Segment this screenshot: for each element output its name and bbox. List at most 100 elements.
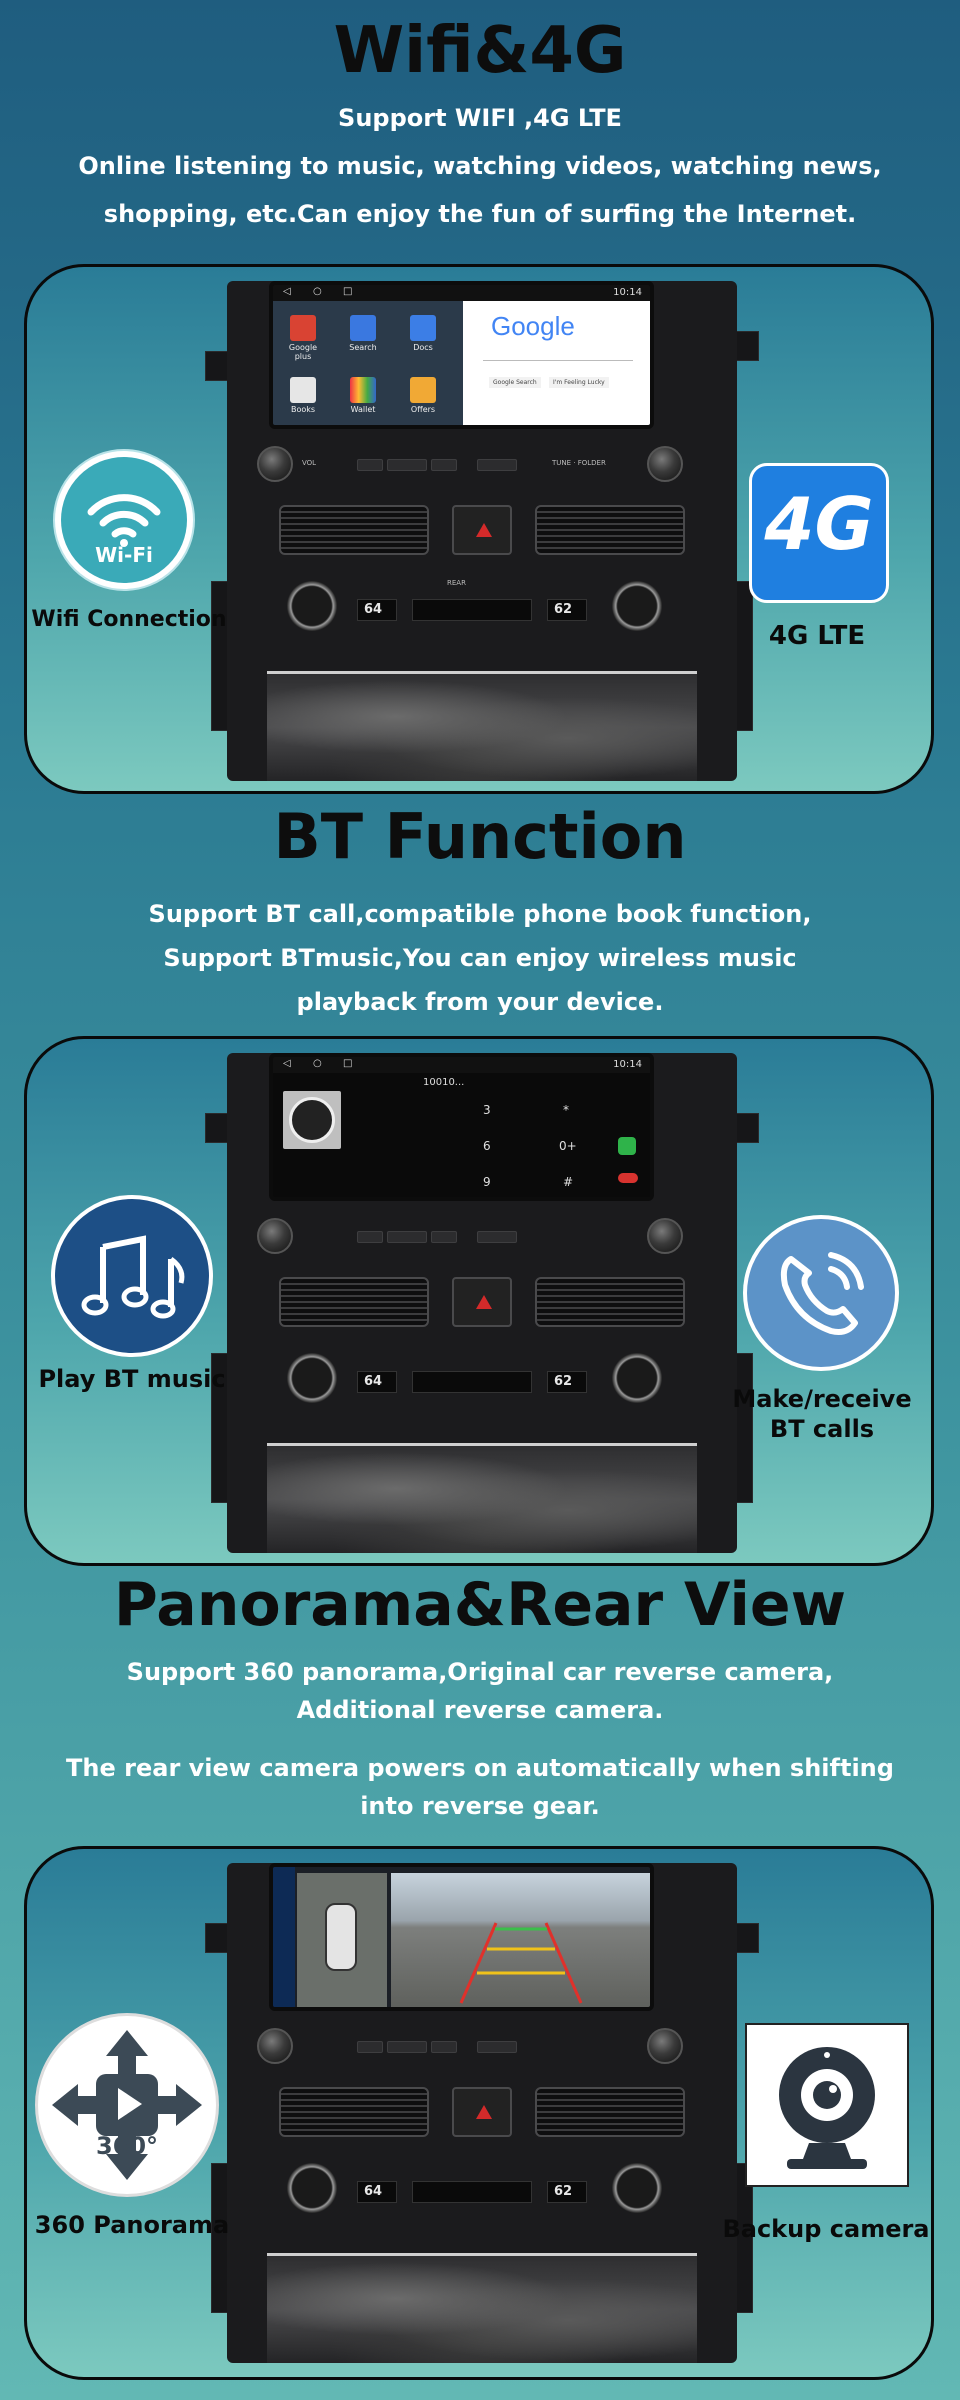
left-temp-knob[interactable]	[287, 2163, 337, 2213]
app-offers[interactable]: Offers	[403, 377, 443, 414]
nav-back-icon[interactable]: ◁	[283, 1058, 291, 1069]
hazard-button[interactable]	[452, 505, 512, 555]
tune-knob[interactable]	[647, 2028, 683, 2064]
left-air-vent	[279, 505, 429, 555]
bt-dial-screen[interactable]: ◁ ○ □ 10:14 10010... 3 * 6 0+ 9 #	[269, 1053, 654, 1201]
google-logo: Google	[491, 311, 575, 341]
app-label: Google plus	[288, 343, 318, 361]
nav-home-icon[interactable]: ○	[313, 286, 322, 297]
app-books[interactable]: Books	[283, 377, 323, 414]
nav-recent-icon[interactable]: □	[343, 286, 353, 297]
camera-sidebar	[273, 1867, 295, 2007]
phone-button[interactable]	[477, 1231, 517, 1243]
rear-label: REAR	[447, 579, 466, 587]
google-search-button[interactable]: Google Search	[489, 377, 541, 388]
bt-panel: ◁ ○ □ 10:14 10010... 3 * 6 0+ 9 #	[24, 1036, 934, 1566]
volume-knob[interactable]	[257, 1218, 293, 1254]
tune-knob[interactable]	[647, 446, 683, 482]
track-button[interactable]	[387, 1231, 427, 1243]
panorama-line-2: Additional reverse camera.	[296, 1696, 664, 1724]
right-air-vent	[535, 1277, 685, 1327]
left-temp-knob[interactable]	[287, 581, 337, 631]
wifi-panel: ◁ ○ □ 10:14 Google plus Search	[24, 264, 934, 794]
call-answer-icon[interactable]	[618, 1137, 636, 1155]
volume-knob[interactable]	[257, 2028, 293, 2064]
track-button[interactable]	[387, 459, 427, 471]
head-unit: 64 62	[205, 1863, 759, 2363]
track-button[interactable]	[387, 2041, 427, 2053]
status-bar: ◁ ○ □ 10:14	[273, 285, 650, 301]
head-unit: ◁ ○ □ 10:14 Google plus Search	[205, 281, 759, 781]
360-icon-label: 360°	[95, 2132, 159, 2160]
wifi-line-1: Support WIFI ,4G LTE	[338, 104, 622, 132]
head-unit: ◁ ○ □ 10:14 10010... 3 * 6 0+ 9 #	[205, 1053, 759, 1553]
right-temp-knob[interactable]	[612, 2163, 662, 2213]
wood-trim-panel	[267, 1443, 697, 1553]
seek-forward-button[interactable]	[431, 459, 457, 471]
nav-recent-icon[interactable]: □	[343, 1058, 353, 1069]
app-grid: Google plus Search Docs Books	[273, 301, 463, 425]
tune-knob[interactable]	[647, 1218, 683, 1254]
dial-key-0[interactable]: 0+	[559, 1139, 577, 1153]
app-wallet[interactable]: Wallet	[343, 377, 383, 414]
left-air-vent	[279, 1277, 429, 1327]
seek-back-button[interactable]	[357, 1231, 383, 1243]
wifi-line-3: shopping, etc.Can enjoy the fun of surfi…	[103, 200, 857, 228]
phone-button[interactable]	[477, 2041, 517, 2053]
right-temp-knob[interactable]	[612, 1353, 662, 1403]
app-google-plus[interactable]: Google plus	[283, 315, 323, 361]
dial-key-hash[interactable]: #	[563, 1175, 574, 1189]
panorama-panel: 64 62 360° 360 Panorama	[24, 1846, 934, 2380]
bt-calls-caption-2: BT calls	[769, 1415, 875, 1443]
4g-icon: 4G	[749, 463, 889, 603]
wifi-icon-label: Wi-Fi	[95, 543, 153, 567]
wifi-icon: Wi-Fi	[53, 449, 195, 591]
fan-display	[412, 599, 532, 621]
search-input[interactable]	[483, 349, 633, 361]
seek-forward-button[interactable]	[431, 2041, 457, 2053]
android-screen[interactable]: ◁ ○ □ 10:14 Google plus Search	[269, 281, 654, 429]
seek-back-button[interactable]	[357, 459, 383, 471]
seek-back-button[interactable]	[357, 2041, 383, 2053]
seek-forward-button[interactable]	[431, 1231, 457, 1243]
right-air-vent	[535, 505, 685, 555]
dial-key-6[interactable]: 6	[483, 1139, 491, 1153]
nav-back-icon[interactable]: ◁	[283, 286, 291, 297]
dial-key-star[interactable]: *	[563, 1103, 569, 1117]
hazard-button[interactable]	[452, 2087, 512, 2137]
hazard-button[interactable]	[452, 1277, 512, 1327]
panorama-line-4: into reverse gear.	[360, 1792, 600, 1820]
app-search[interactable]: Search	[343, 315, 383, 352]
google-search-pane: Google Google Search I'm Feeling Lucky	[463, 301, 650, 425]
dial-key-3[interactable]: 3	[483, 1103, 491, 1117]
bt-title: BT Function	[273, 800, 687, 873]
left-temp-display: 64	[357, 599, 397, 621]
wallet-icon	[350, 377, 376, 403]
nav-home-icon[interactable]: ○	[313, 1058, 322, 1069]
camera-screen[interactable]	[269, 1863, 654, 2011]
call-end-icon[interactable]	[618, 1173, 638, 1183]
music-note-icon	[51, 1195, 213, 1357]
wifi-caption: Wifi Connection	[31, 607, 227, 632]
tune-label: TUNE · FOLDER	[552, 459, 606, 467]
backup-camera-caption: Backup camera	[722, 2215, 930, 2243]
app-docs[interactable]: Docs	[403, 315, 443, 352]
dial-key-9[interactable]: 9	[483, 1175, 491, 1189]
bt-line-2: Support BTmusic,You can enjoy wireless m…	[163, 944, 797, 972]
feeling-lucky-button[interactable]: I'm Feeling Lucky	[549, 377, 609, 388]
right-temp-display: 62	[547, 2181, 587, 2203]
right-temp-knob[interactable]	[612, 581, 662, 631]
birdseye-view	[297, 1873, 387, 2007]
dial-input[interactable]: 10010...	[423, 1077, 465, 1088]
4g-caption: 4G LTE	[768, 621, 866, 651]
app-label: Wallet	[350, 405, 376, 414]
right-temp-display: 62	[547, 599, 587, 621]
webcam-icon	[745, 2023, 909, 2187]
volume-knob[interactable]	[257, 446, 293, 482]
wood-trim-panel	[267, 2253, 697, 2363]
left-temp-knob[interactable]	[287, 1353, 337, 1403]
google-plus-icon	[290, 315, 316, 341]
wifi-section: Wifi&4G Support WIFI ,4G LTE Online list…	[0, 0, 960, 800]
bt-music-caption: Play BT music	[38, 1365, 226, 1393]
phone-button[interactable]	[477, 459, 517, 471]
